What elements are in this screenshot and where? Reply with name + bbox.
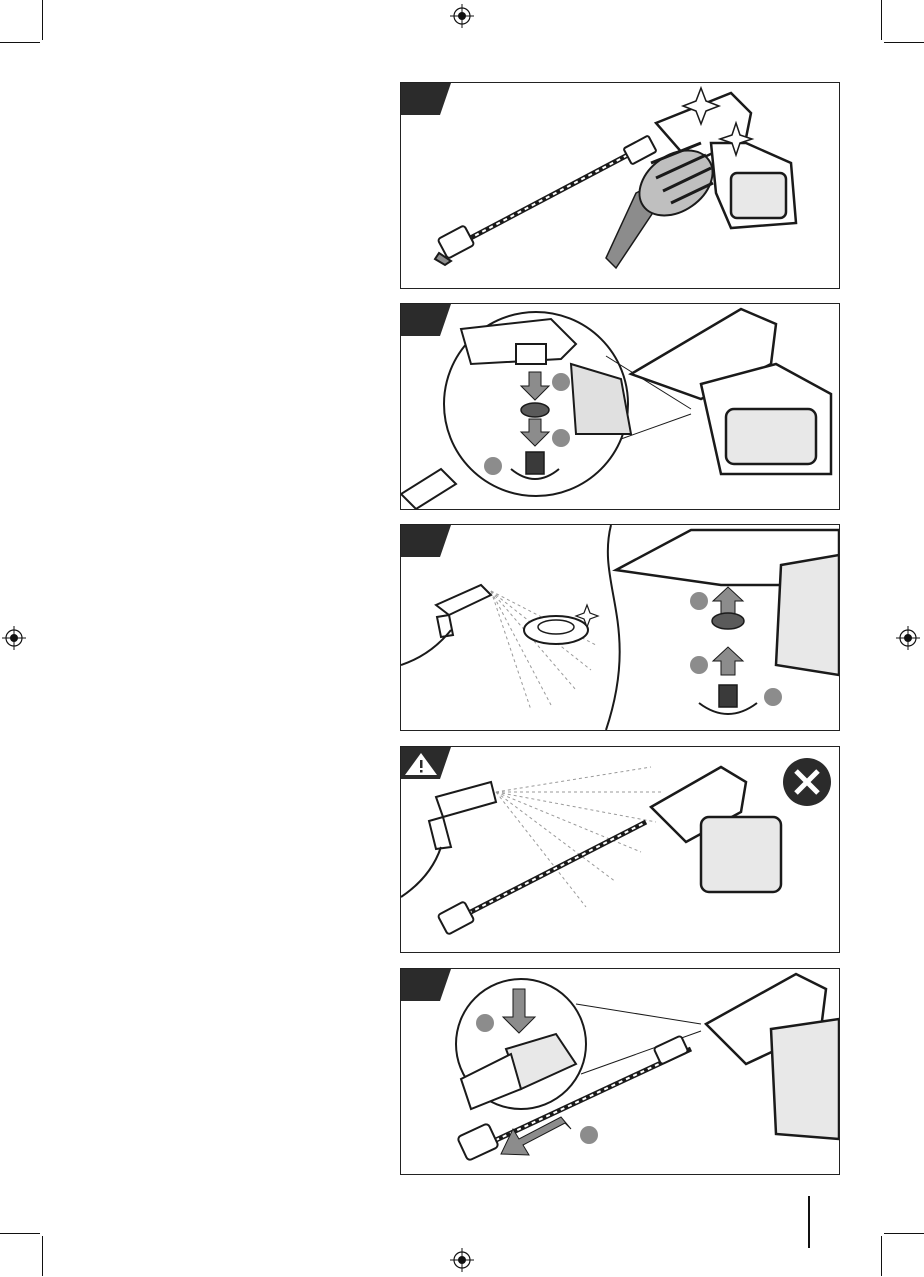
illustration-clean-brush [401,83,839,288]
registration-mark-right [896,626,920,655]
crop-mark-bottom-left-h [0,1233,40,1234]
panel-lance-remove [400,968,840,1175]
illustration-filter-install [401,304,839,509]
crop-mark-top-right-h [884,42,924,43]
panel-filter-clean [400,524,840,731]
crop-mark-bottom-left-v [42,1236,43,1276]
illustration-warning-no-spray [401,747,839,952]
illustration-filter-clean [401,525,839,730]
registration-mark-bottom [450,1248,474,1277]
registration-mark-left [2,626,26,655]
illustration-lance-remove [401,969,839,1174]
registration-mark-top [450,4,474,33]
crop-mark-bottom-right-v [881,1236,882,1276]
panel-warning-no-spray [400,746,840,953]
crop-mark-top-right-v [881,0,882,40]
crop-mark-top-left-h [0,42,40,43]
page-number-rule [808,1196,810,1248]
crop-mark-top-left-v [42,0,43,40]
panel-filter-install [400,303,840,510]
crop-mark-bottom-right-h [884,1233,924,1234]
panel-clean-brush [400,82,840,289]
